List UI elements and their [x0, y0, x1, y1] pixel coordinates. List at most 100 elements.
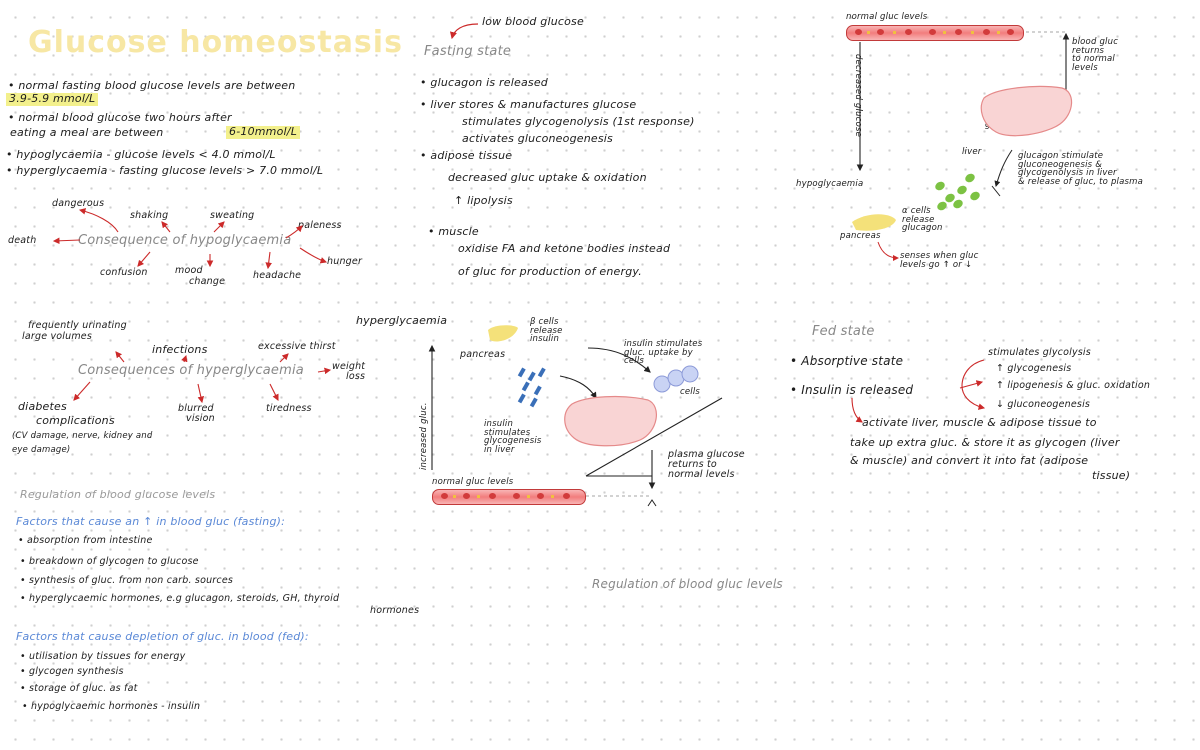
mid-blood-vessel: [432, 489, 586, 505]
fed-insulin-arrow: [851, 397, 863, 423]
hyper-damage-line-2: eye damage): [12, 445, 71, 455]
hyper-infections: infections: [152, 343, 208, 356]
hypo-hunger: hunger: [327, 256, 363, 267]
fed-branch-4: ↓ gluconeogenesis: [996, 399, 1091, 410]
fed-line-2: take up extra gluc. & store it as glycog…: [850, 436, 1120, 449]
hyper-loss: loss: [346, 371, 366, 382]
intro-hyperglycaemia-def: • hyperglycaemia - fasting glucose level…: [6, 164, 324, 177]
fasting-line-9: oxidise FA and ketone bodies instead: [458, 242, 671, 255]
fed-branch-3: ↑ lipogenesis & gluc. oxidation: [996, 380, 1151, 391]
tr-hypoglycaemia: hypoglycaemia: [796, 179, 864, 189]
mid-caret: [647, 499, 657, 507]
hyper-complications: complications: [36, 414, 115, 427]
fed-brace-mid: [959, 380, 984, 389]
fasting-line-2: • liver stores & manufactures glucose: [420, 98, 637, 111]
hyper-tiredness: tiredness: [266, 403, 312, 414]
intro-hypoglycaemia-def: • hypoglycaemia - glucose levels < 4.0 m…: [6, 148, 276, 161]
fed-absorptive-state: • Absorptive state: [790, 354, 904, 368]
regulation-increase-1: • absorption from intestine: [18, 535, 153, 546]
fed-brace: [961, 359, 986, 410]
regulation-increase-3: • synthesis of gluc. from non carb. sour…: [20, 575, 234, 586]
hypo-confusion: confusion: [100, 267, 148, 278]
tr-liver: liver: [962, 147, 982, 157]
fed-line-4: tissue): [1092, 469, 1131, 482]
fasting-line-7: ↑ lipolysis: [454, 194, 513, 207]
fed-title: Fed state: [812, 324, 875, 339]
fasting-line-8: • muscle: [428, 225, 479, 238]
fed-line-3: & muscle) and convert it into fat (adipo…: [850, 454, 1089, 467]
fasting-arrow: [449, 23, 479, 40]
tr-alpha-cell-dots: [935, 173, 980, 211]
regulation-depletion-3: • storage of gluc. as fat: [20, 683, 138, 694]
intro-highlight-fasting-range: 3.9-5.9 mmol/L: [6, 92, 99, 106]
hypo-dangerous: dangerous: [52, 198, 105, 209]
page-title: Glucose homeostasis: [28, 25, 403, 60]
mid-liver-organ: [564, 395, 657, 447]
fasting-line-1: • glucagon is released: [420, 76, 548, 89]
mid-hyperglycaemia: hyperglycaemia: [356, 314, 448, 327]
hypo-death: death: [8, 235, 37, 246]
regulation-title: Regulation of blood glucose levels: [20, 488, 216, 501]
tr-normal-gluc-levels: normal gluc levels: [846, 12, 928, 22]
mid-insulin-arrow: [559, 375, 597, 399]
fasting-line-3: stimulates glycogenolysis (1st response): [462, 115, 695, 128]
hyper-large-volumes: large volumes: [22, 331, 93, 342]
fasting-line-5: • adipose tissue: [420, 149, 513, 162]
hyper-excessive-thirst: excessive thirst: [258, 341, 336, 352]
tr-pancreas-organ: [852, 214, 896, 231]
mid-normal-gluc-levels: normal gluc levels: [432, 477, 514, 487]
fed-insulin-released: • Insulin is released: [790, 383, 914, 397]
hyper-blurred: blurred: [178, 403, 214, 414]
hypo-change: change: [189, 276, 226, 287]
hyper-weight: weight: [332, 361, 366, 372]
fed-line-1: activate liver, muscle & adipose tissue …: [862, 416, 1097, 429]
tr-liver-organ: [980, 85, 1073, 137]
hypo-mood: mood: [175, 265, 203, 276]
regulation-depletion-2: • glycogen synthesis: [20, 666, 124, 677]
hyper-damage-line-1: (CV damage, nerve, kidney and: [12, 431, 153, 441]
hypo-sweating: sweating: [210, 210, 255, 221]
fasting-low-blood-glucose: low blood glucose: [482, 15, 584, 28]
regulation-depletion-1: • utilisation by tissues for energy: [20, 651, 186, 662]
hypo-map-arrows: [52, 208, 328, 270]
mid-cells-group: [653, 365, 699, 393]
hypo-map-center: Consequence of hypoglycaemia: [78, 233, 292, 248]
mid-diagonal-line: [585, 397, 723, 477]
regulation-depletion-title: Factors that cause depletion of gluc. in…: [16, 630, 309, 643]
regulation-increase-2: • breakdown of glycogen to glucose: [20, 556, 199, 567]
intro-line-2: • normal blood glucose two hours after: [8, 111, 232, 124]
hyper-diabetes: diabetes: [18, 400, 67, 413]
hyper-map-arrows: [73, 351, 332, 404]
tr-pancreas-arrow: [877, 241, 899, 261]
intro-line-1: • normal fasting blood glucose levels ar…: [8, 79, 296, 92]
tr-blood-vessel: [846, 25, 1024, 41]
mid-cells: cells: [680, 387, 701, 397]
regulation-increase-title: Factors that cause an ↑ in blood gluc (f…: [16, 515, 286, 528]
mid-pancreas: pancreas: [460, 349, 506, 360]
regulation-increase-4: • hyperglycaemic hormones, e.g glucagon,…: [20, 593, 340, 604]
fasting-title: Fasting state: [424, 44, 512, 59]
tr-liver-arrow-2: [991, 185, 1001, 197]
hypo-paleness: paleness: [298, 220, 342, 231]
regulation-depletion-4: • hypoglycaemic hormones - insulin: [22, 701, 201, 712]
regulation-increase-hormones: hormones: [370, 605, 420, 616]
mid-beta-cell-marks: [517, 367, 546, 408]
tr-liver-arrow: [994, 149, 1013, 187]
fed-branch-1: stimulates glycolysis: [988, 347, 1091, 358]
intro-line-3: eating a meal are between: [10, 126, 164, 139]
fasting-line-4: activates gluconeogenesis: [462, 132, 613, 145]
hyper-vision: vision: [186, 413, 215, 424]
mid-uptake-arrow: [587, 347, 651, 373]
tr-pancreas: pancreas: [840, 231, 881, 241]
hypo-shaking: shaking: [130, 210, 169, 221]
fasting-line-6: decreased gluc uptake & oxidation: [448, 171, 647, 184]
hyper-map-center: Consequences of hyperglycaemia: [78, 363, 304, 378]
